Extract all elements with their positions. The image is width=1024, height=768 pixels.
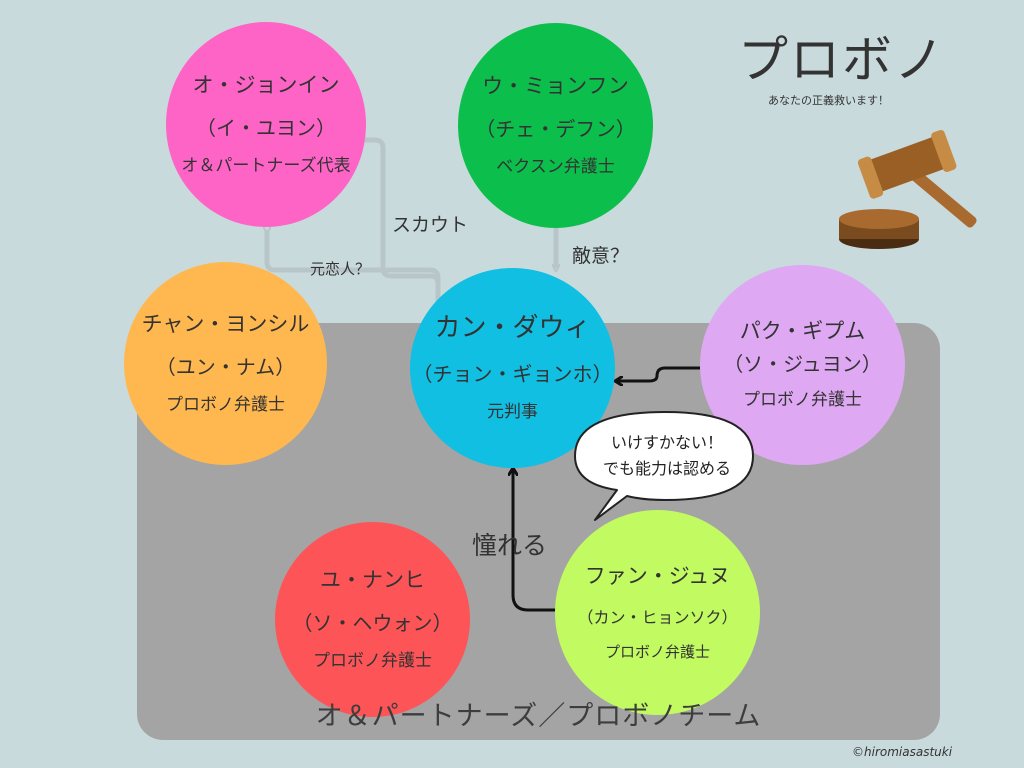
node-woo-myeong-hoon: ウ・ミョンフン （チェ・デフン） ベクスン弁護士 bbox=[458, 23, 653, 228]
label-ex-lover: 元恋人？ bbox=[310, 260, 371, 278]
label-scout: スカウト bbox=[392, 214, 469, 236]
node-name: ユ・ナンヒ bbox=[320, 567, 425, 592]
node-yu-nan-hee: ユ・ナンヒ （ソ・ヘウォン） プロボノ弁護士 bbox=[275, 522, 470, 717]
node-name: チャン・ヨンシル bbox=[141, 311, 310, 336]
node-name: カン・ダウィ bbox=[434, 313, 591, 344]
label-hostility: 敵意？ bbox=[572, 245, 630, 267]
node-name: ウ・ミョンフン bbox=[482, 73, 629, 98]
node-actor: （ソ・ヘウォン） bbox=[292, 610, 453, 635]
node-actor: （チョン・ギョンホ） bbox=[412, 362, 613, 387]
node-chang-yeong-sil: チャン・ヨンシル （ユン・ナム） プロボノ弁護士 bbox=[124, 262, 327, 465]
page-subtitle: あなたの正義救います！ bbox=[768, 94, 889, 107]
node-actor: （チェ・デフン） bbox=[475, 116, 636, 141]
park-to-kang-arrow bbox=[617, 366, 700, 381]
node-actor: （カン・ヒョンソク） bbox=[577, 607, 738, 627]
node-name: オ・ジョンイン bbox=[192, 72, 340, 97]
ex-lover-arrow bbox=[267, 230, 441, 312]
node-role: プロボノ弁護士 bbox=[313, 650, 432, 671]
node-name: パク・ギプム bbox=[739, 319, 866, 344]
credit-text: ©hiromiasastuki bbox=[852, 745, 953, 759]
node-kang-da-wit: カン・ダウィ （チョン・ギョンホ） 元判事 bbox=[410, 268, 615, 468]
speech-bubble bbox=[574, 411, 754, 521]
node-role: プロボノ弁護士 bbox=[743, 390, 862, 411]
node-actor: （イ・ユヨン） bbox=[196, 115, 336, 140]
gavel-icon bbox=[839, 129, 977, 249]
speech-line-2: でも能力は認める bbox=[602, 458, 731, 478]
node-role: プロボノ弁護士 bbox=[166, 394, 285, 415]
page-title: プロボノ bbox=[738, 31, 946, 89]
admire-arrow bbox=[513, 470, 556, 612]
node-oh-jeong-in: オ・ジョンイン （イ・ユヨン） オ＆パートナーズ代表 bbox=[166, 22, 366, 227]
node-role: ベクスン弁護士 bbox=[496, 156, 615, 177]
node-actor: （ソ・ジュヨン） bbox=[723, 352, 882, 377]
node-name: ファン・ジュヌ bbox=[584, 564, 731, 589]
node-actor: （ユン・ナム） bbox=[155, 354, 296, 379]
speech-bubble-text: いけすかない！ でも能力は認める bbox=[582, 430, 752, 481]
label-admire: 憧れる bbox=[472, 531, 548, 560]
node-hwang-joon-woo: ファン・ジュヌ （カン・ヒョンソク） プロボノ弁護士 bbox=[555, 510, 760, 715]
node-role: オ＆パートナーズ代表 bbox=[181, 155, 351, 176]
team-label: オ＆パートナーズ／プロボノチーム bbox=[315, 701, 762, 732]
node-role: 元判事 bbox=[487, 402, 538, 423]
node-park-gi-ppeum: パク・ギプム （ソ・ジュヨン） プロボノ弁護士 bbox=[700, 265, 905, 465]
speech-line-1: いけすかない！ bbox=[610, 433, 723, 452]
node-role: プロボノ弁護士 bbox=[604, 642, 710, 661]
